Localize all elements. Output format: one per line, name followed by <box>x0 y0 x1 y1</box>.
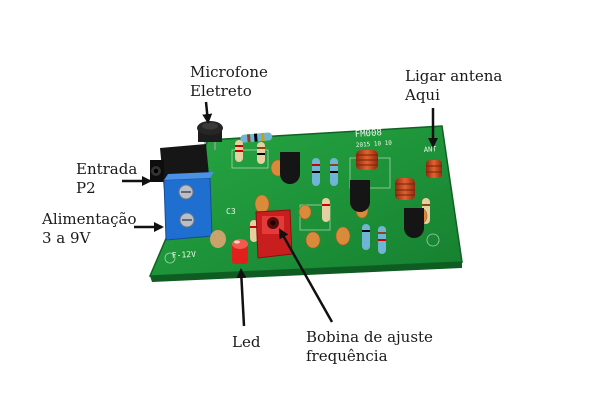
transistors <box>280 152 424 238</box>
label-electret-microphone: Microfone Eletreto <box>190 63 268 101</box>
label-adjust-coil: Bobina de ajuste frequência <box>306 328 433 366</box>
annotation-arrows <box>122 101 438 327</box>
copper-coils <box>356 150 442 200</box>
arrow-coil <box>278 228 334 323</box>
arrow-microphone <box>202 101 213 124</box>
label-input-line1: Entrada <box>76 160 138 178</box>
pcb-silkscreen: FM008 2015 10 10 ANT F-12V C3 <box>172 128 438 260</box>
red-led <box>232 239 248 264</box>
pcb-power-text: F-12V <box>172 250 197 260</box>
ceramic-capacitor <box>210 230 226 248</box>
label-power-supply: Alimentação 3 a 9V <box>42 210 137 248</box>
label-mic-line2: Eletreto <box>190 82 252 100</box>
pcb-c3-text: C3 <box>226 207 236 216</box>
label-power-line1: Alimentação <box>42 210 137 228</box>
power-terminal-block <box>163 172 214 241</box>
frequency-adjust-coil <box>255 209 293 259</box>
pcb-date-text: 2015 10 10 <box>356 139 393 149</box>
label-antenna-line2: Aqui <box>405 86 440 104</box>
label-antenna-line1: Ligar antena <box>405 67 503 85</box>
label-led-text: Led <box>232 333 261 351</box>
label-coil-line1: Bobina de ajuste <box>306 328 433 346</box>
label-input-line2: P2 <box>76 179 96 197</box>
label-input-p2: Entrada P2 <box>76 160 137 198</box>
label-power-line2: 3 a 9V <box>42 229 91 247</box>
electret-microphone <box>197 121 223 150</box>
label-antenna: Ligar antena Aqui <box>405 67 502 105</box>
pcb-model-text: FM008 <box>355 128 383 140</box>
arrow-led <box>236 268 247 327</box>
label-mic-line1: Microfone <box>190 63 268 81</box>
label-coil-line2: frequência <box>306 347 388 365</box>
label-led: Led <box>232 333 260 352</box>
pcb-antenna-text: ANT <box>424 145 438 154</box>
